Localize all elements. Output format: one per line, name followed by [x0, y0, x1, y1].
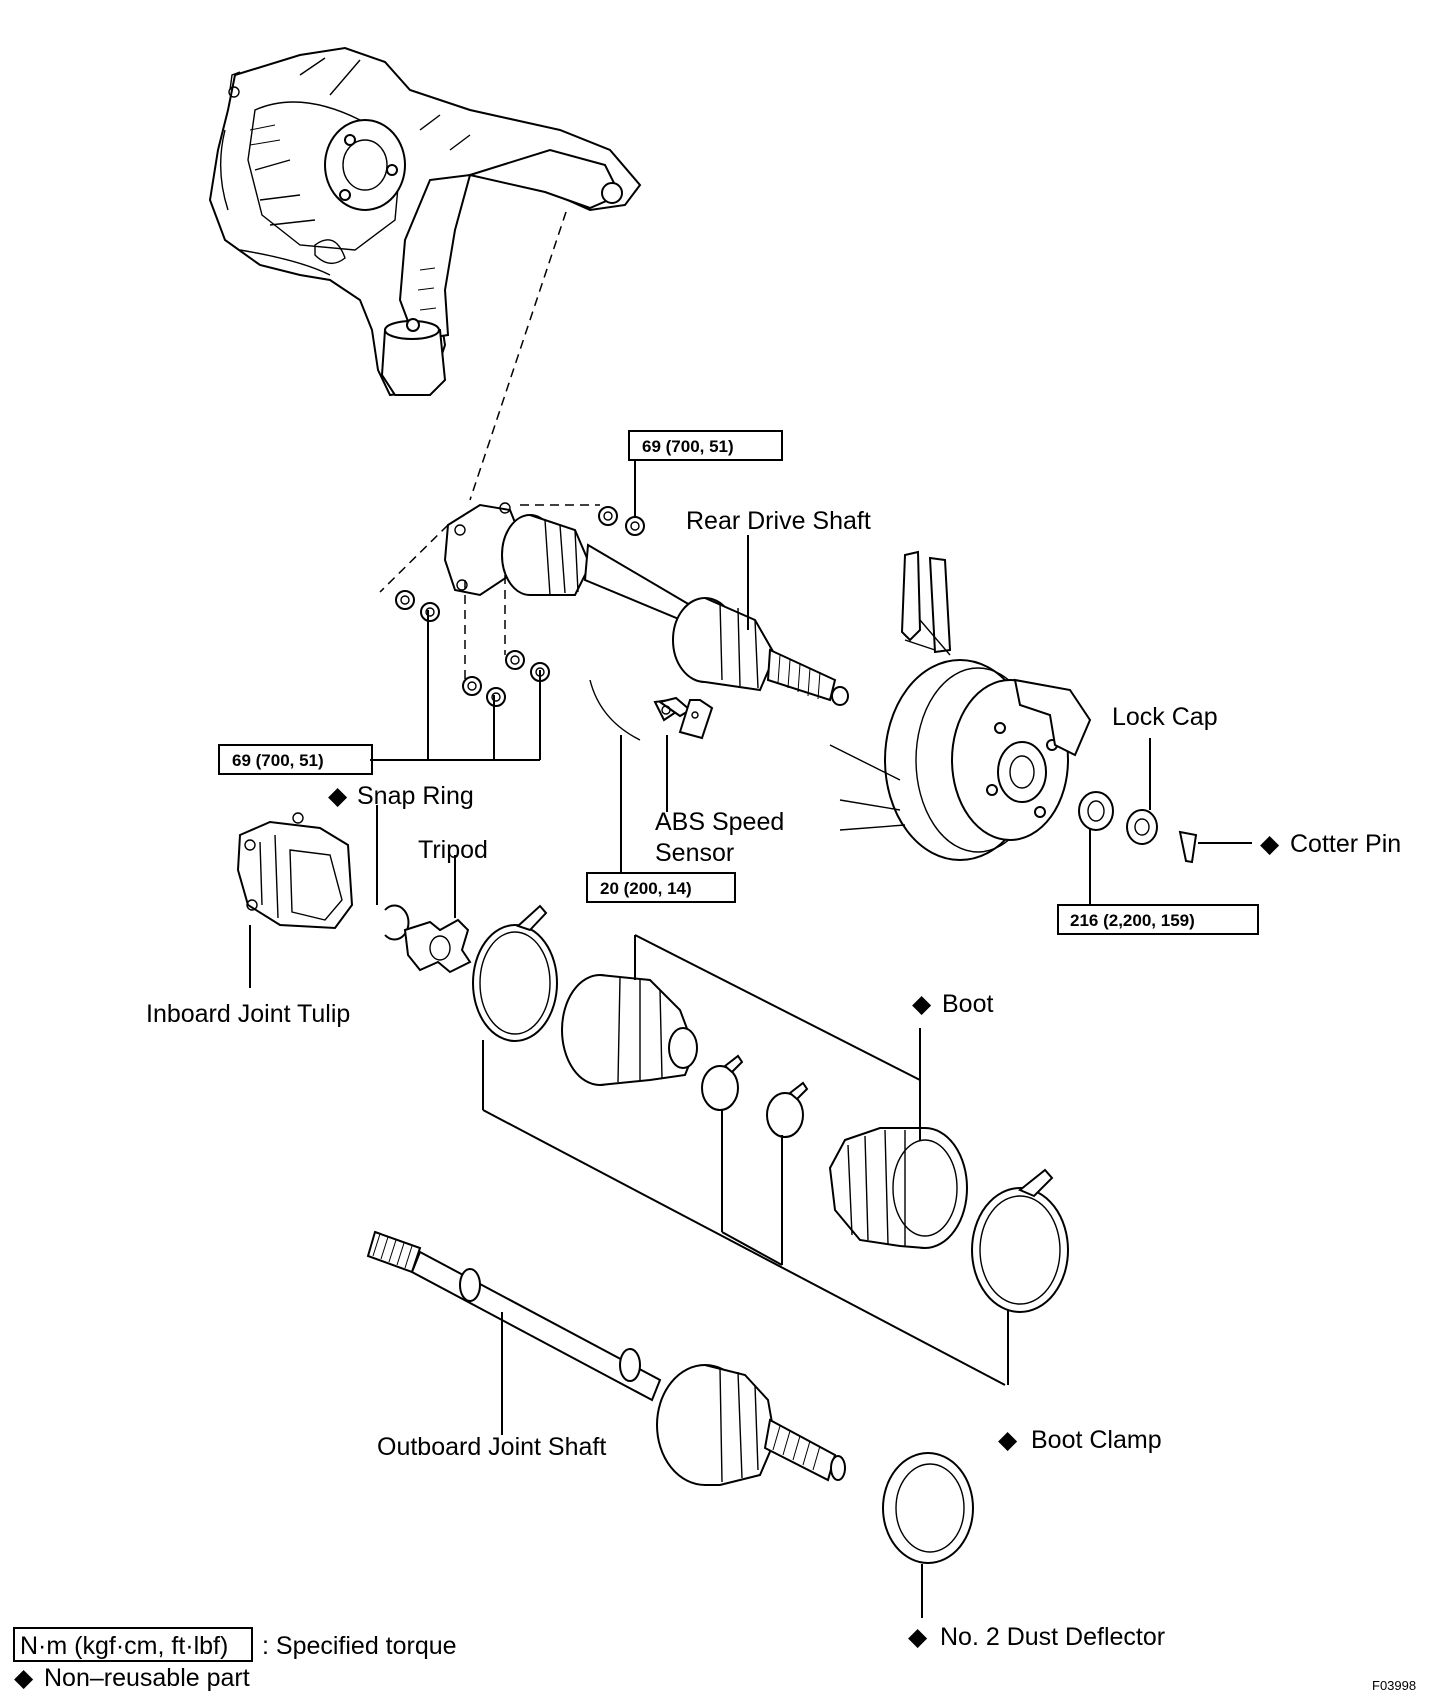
label-abs-speed-sensor-line1: ABS Speed: [655, 808, 784, 836]
label-boot-clamp: ◆ Boot Clamp: [998, 1426, 1162, 1454]
legend-non-reusable: Non–reusable part: [44, 1664, 250, 1692]
non-reusable-diamond: ◆: [998, 1426, 1018, 1454]
abs-speed-sensor-illustration: [589, 679, 714, 741]
label-boot-clamp-text: Boot Clamp: [1031, 1426, 1162, 1454]
label-rear-drive-shaft: Rear Drive Shaft: [686, 507, 871, 535]
non-reusable-diamond: ◆: [912, 990, 932, 1018]
label-snap-ring-text: Snap Ring: [357, 782, 474, 810]
torque-spec-upper-nut: 69 (700, 51): [628, 430, 783, 461]
outboard-joint-shaft-illustration: [366, 1230, 846, 1486]
torque-spec-flange-nuts: 69 (700, 51): [218, 744, 373, 775]
legend-torque-units: N·m (kgf·cm, ft·lbf): [20, 1632, 228, 1660]
flange-nuts-illustration: [395, 506, 645, 707]
axle-nut-lock-cap-cotter-pin-illustration: [1078, 791, 1198, 864]
label-lock-cap: Lock Cap: [1112, 703, 1218, 731]
dust-deflector-illustration: [882, 1452, 974, 1564]
leader-lines: [249, 460, 1252, 1618]
label-boot: ◆ Boot: [912, 990, 993, 1018]
boot-clamp-small-illustration: [701, 1054, 809, 1138]
legend-torque-desc: : Specified torque: [262, 1632, 457, 1660]
inboard-boot-illustration: [561, 974, 698, 1086]
label-abs-speed-sensor-line2: Sensor: [655, 839, 734, 867]
assembly-guide-line: [469, 211, 567, 501]
tripod-illustration: [403, 918, 472, 974]
torque-spec-axle-nut: 216 (2,200, 159): [1057, 904, 1259, 935]
torque-value: 216 (2,200, 159): [1070, 911, 1195, 930]
non-reusable-diamond: ◆: [1260, 830, 1280, 858]
brake-disc-hub-illustration: [829, 550, 1092, 861]
label-inboard-joint-tulip: Inboard Joint Tulip: [146, 1000, 350, 1028]
assembly-guide-line: [379, 504, 600, 680]
label-outboard-joint-shaft: Outboard Joint Shaft: [377, 1433, 606, 1461]
label-snap-ring: ◆ Snap Ring: [328, 782, 474, 810]
label-cotter-pin-text: Cotter Pin: [1290, 830, 1401, 858]
label-boot-text: Boot: [942, 990, 993, 1018]
torque-value: 69 (700, 51): [232, 751, 324, 770]
boot-clamp-large-right-illustration: [971, 1168, 1069, 1313]
label-tripod: Tripod: [418, 836, 488, 864]
non-reusable-diamond: ◆: [908, 1623, 928, 1651]
label-cotter-pin: ◆ Cotter Pin: [1260, 830, 1401, 858]
outboard-boot-illustration: [828, 1127, 968, 1249]
label-no2-dust-deflector-text: No. 2 Dust Deflector: [940, 1623, 1165, 1651]
inboard-joint-tulip-illustration: [236, 812, 354, 930]
torque-value: 20 (200, 14): [600, 879, 692, 898]
snap-ring-illustration: [384, 904, 410, 941]
suspension-member-illustration: [208, 46, 642, 397]
rear-drive-shaft-illustration: [443, 502, 849, 706]
non-reusable-diamond: ◆: [328, 782, 348, 810]
torque-spec-abs-bolt: 20 (200, 14): [586, 872, 736, 903]
legend: N·m (kgf·cm, ft·lbf) : Specified torque …: [13, 1627, 457, 1692]
non-reusable-diamond: ◆: [14, 1664, 34, 1692]
figure-code: F03998: [1372, 1678, 1416, 1693]
label-no2-dust-deflector: ◆ No. 2 Dust Deflector: [908, 1623, 1165, 1651]
torque-value: 69 (700, 51): [642, 437, 734, 456]
boot-clamp-large-left-illustration: [472, 904, 558, 1042]
